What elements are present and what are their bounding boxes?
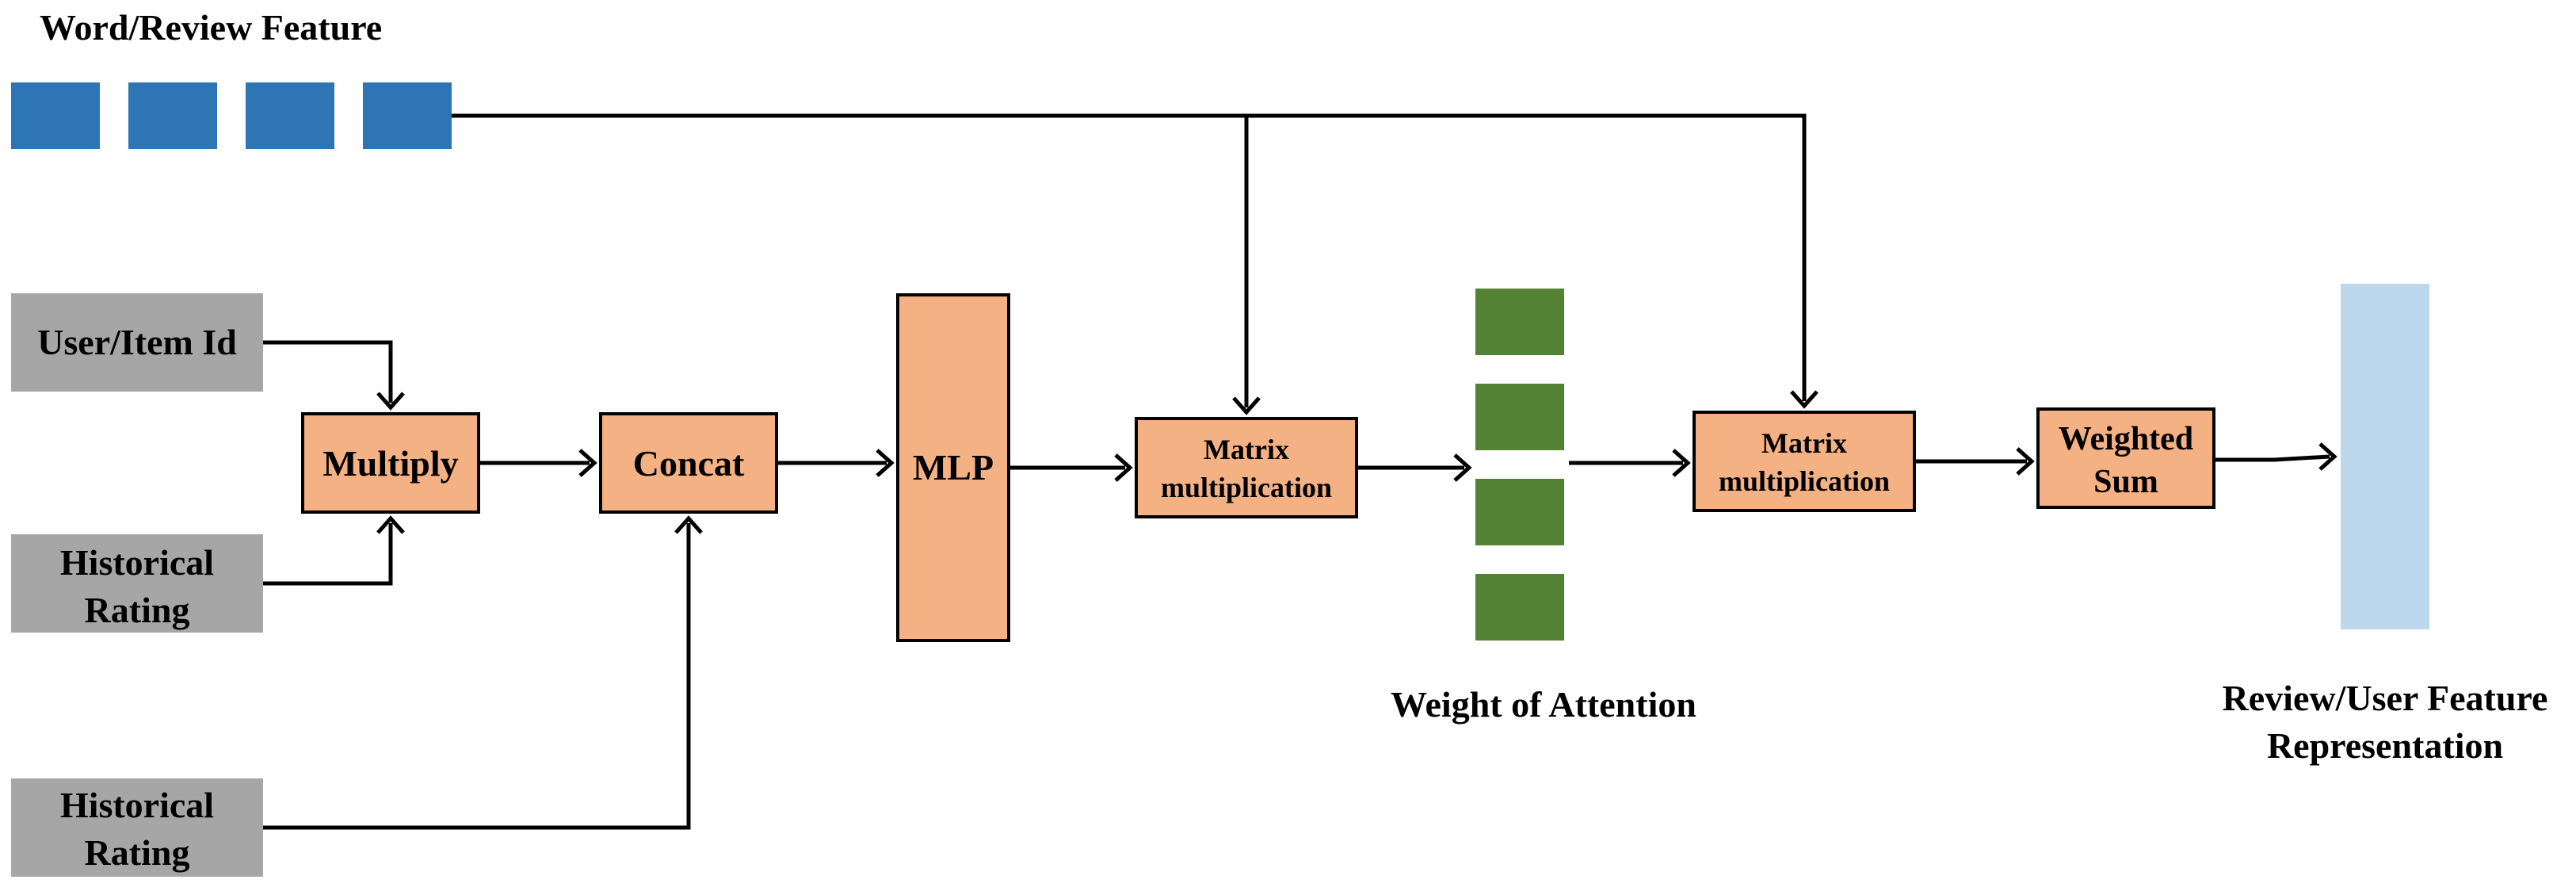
- historical-rating-1-line1: Historical: [60, 542, 214, 583]
- word-feature-blocks: [11, 82, 452, 149]
- arrow-head: [1672, 449, 1691, 477]
- weighted-sum-line1: Weighted: [2059, 421, 2193, 457]
- word-feature-block: [363, 82, 452, 149]
- weight-of-attention-label: Weight of Attention: [1391, 684, 1696, 725]
- historical-rating-1-line2: Rating: [85, 590, 190, 630]
- matmul-2-line2: multiplication: [1719, 465, 1890, 497]
- matmul-1-line1: Matrix: [1204, 434, 1289, 465]
- input-user-item-id: User/Item Id: [11, 293, 263, 392]
- matmul-1-line2: multiplication: [1161, 472, 1332, 503]
- weighted-sum-line2: Sum: [2093, 464, 2158, 500]
- input-historical-rating-1: Historical Rating: [11, 534, 263, 633]
- arrow-head: [1114, 453, 1133, 482]
- attention-weight-block: [1475, 479, 1564, 545]
- mlp-label: MLP: [913, 447, 994, 488]
- attention-weight-block: [1475, 574, 1564, 641]
- rating-to-multiply-wire: [263, 523, 393, 586]
- feature-representation-block: [2341, 284, 2429, 629]
- concat-box: Concat: [599, 412, 778, 514]
- attention-weight-block: [1475, 384, 1564, 450]
- multiply-label: Multiply: [322, 443, 458, 484]
- arrow-head: [578, 449, 597, 477]
- word-feature-bus: [452, 113, 1807, 401]
- arrow-head: [1790, 390, 1818, 409]
- arrow-head: [876, 449, 895, 477]
- mlp-box: MLP: [896, 293, 1010, 642]
- attention-weight-block: [1475, 289, 1564, 355]
- arrow-head: [2318, 442, 2337, 471]
- word-feature-block: [11, 82, 100, 149]
- representation-label-line1: Review/User Feature: [2223, 678, 2548, 718]
- input-historical-rating-2: Historical Rating: [11, 778, 263, 877]
- user-id-to-multiply-wire: [263, 340, 393, 403]
- multiply-box: Multiply: [301, 412, 480, 514]
- user-item-id-label: User/Item Id: [37, 322, 237, 362]
- word-feature-block: [128, 82, 217, 149]
- arrow-head: [2016, 447, 2035, 476]
- arrow-head: [1453, 453, 1472, 482]
- word-feature-block: [246, 82, 334, 149]
- matmul-1-box: Matrix multiplication: [1135, 417, 1358, 518]
- historical-rating-2-line2: Rating: [85, 832, 190, 873]
- arrow-head: [376, 515, 405, 534]
- arrow-head: [1232, 396, 1261, 415]
- attention-weight-blocks: [1475, 289, 1564, 641]
- connectors: [263, 113, 2337, 830]
- word-review-feature-title: Word/Review Feature: [40, 7, 382, 48]
- arrow-head: [376, 392, 405, 411]
- concat-label: Concat: [633, 443, 745, 484]
- matmul-2-box: Matrix multiplication: [1693, 411, 1916, 512]
- weighted-sum-to-representation-wire: [2214, 454, 2330, 462]
- historical-rating-2-line1: Historical: [60, 785, 214, 825]
- representation-label-line2: Representation: [2267, 725, 2503, 766]
- weighted-sum-box: Weighted Sum: [2036, 407, 2215, 509]
- arrow-head: [674, 515, 703, 534]
- matmul-2-line1: Matrix: [1761, 427, 1847, 459]
- rating-to-concat-wire: [263, 523, 691, 830]
